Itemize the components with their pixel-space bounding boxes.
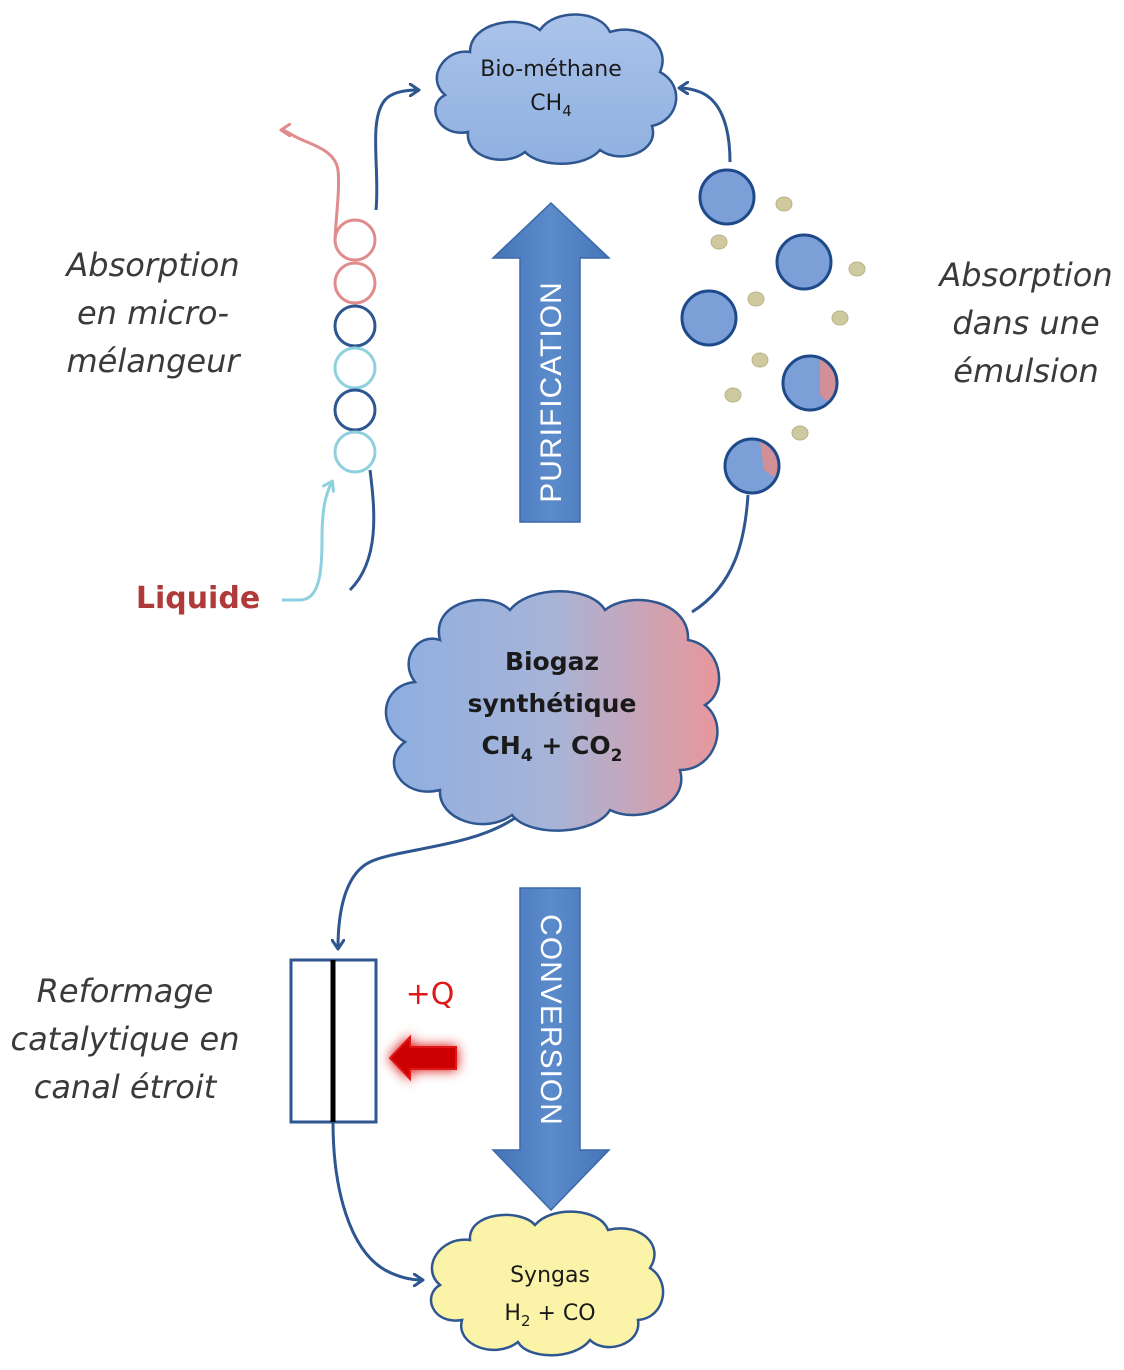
- syngas-formula: H2 + CO: [504, 1301, 595, 1330]
- droplet: [698, 168, 756, 226]
- coil-loop: [333, 218, 377, 262]
- particle: [791, 425, 809, 441]
- particle: [848, 261, 866, 277]
- particle: [747, 291, 765, 307]
- droplet: [723, 437, 781, 495]
- conversion-label: CONVERSION: [534, 914, 567, 1126]
- reformer-channel: [289, 816, 516, 1280]
- svg-text:catalytique en: catalytique en: [10, 1020, 239, 1058]
- heat-label: +Q: [406, 977, 455, 1012]
- particle: [710, 234, 728, 250]
- biogaz-formula: CH4 + CO2: [482, 731, 623, 766]
- svg-text:Absorption: Absorption: [937, 256, 1112, 294]
- svg-text:mélangeur: mélangeur: [66, 342, 241, 380]
- liquid-label: Liquide: [136, 581, 260, 616]
- svg-text:en micro-: en micro-: [77, 294, 229, 332]
- syngas-cloud: Syngas H2 + CO: [429, 1210, 665, 1357]
- svg-text:canal étroit: canal étroit: [34, 1068, 218, 1106]
- particle: [775, 196, 793, 212]
- purification-arrow: PURIFICATION: [491, 201, 611, 523]
- coil-loop: [333, 430, 377, 474]
- purification-label: PURIFICATION: [535, 281, 568, 502]
- droplet: [680, 289, 738, 347]
- micromixer-label: Absorption en micro- mélangeur: [64, 246, 241, 380]
- particle: [751, 352, 769, 368]
- droplet: [775, 233, 833, 291]
- emulsion-droplets: [680, 88, 866, 614]
- particle: [724, 387, 742, 403]
- particle: [831, 310, 849, 326]
- svg-text:émulsion: émulsion: [953, 352, 1098, 390]
- biomethane-name: Bio-méthane: [480, 57, 622, 82]
- coil-loop: [333, 304, 377, 348]
- svg-text:Absorption: Absorption: [64, 246, 239, 284]
- coil-loop: [333, 388, 377, 432]
- svg-text:dans une: dans une: [952, 304, 1099, 342]
- conversion-arrow: CONVERSION: [491, 887, 611, 1212]
- biogaz-name: Biogaz: [505, 647, 599, 676]
- biomethane-formula: CH4: [530, 91, 571, 120]
- coil-loop: [333, 346, 377, 390]
- micromixer-coil: [282, 90, 418, 602]
- biogaz-cloud: Biogaz synthétique CH4 + CO2: [384, 590, 721, 832]
- coil-loop: [333, 261, 377, 305]
- emulsion-label: Absorption dans une émulsion: [937, 256, 1112, 390]
- reforming-label: Reformage catalytique en canal étroit: [10, 972, 239, 1106]
- svg-text:Reformage: Reformage: [37, 972, 214, 1010]
- biogaz-subtitle: synthétique: [468, 689, 637, 718]
- heat-arrow: [388, 1034, 457, 1082]
- droplet: [781, 354, 839, 412]
- biomethane-cloud: Bio-méthane CH4: [434, 13, 678, 165]
- syngas-name: Syngas: [510, 1263, 590, 1288]
